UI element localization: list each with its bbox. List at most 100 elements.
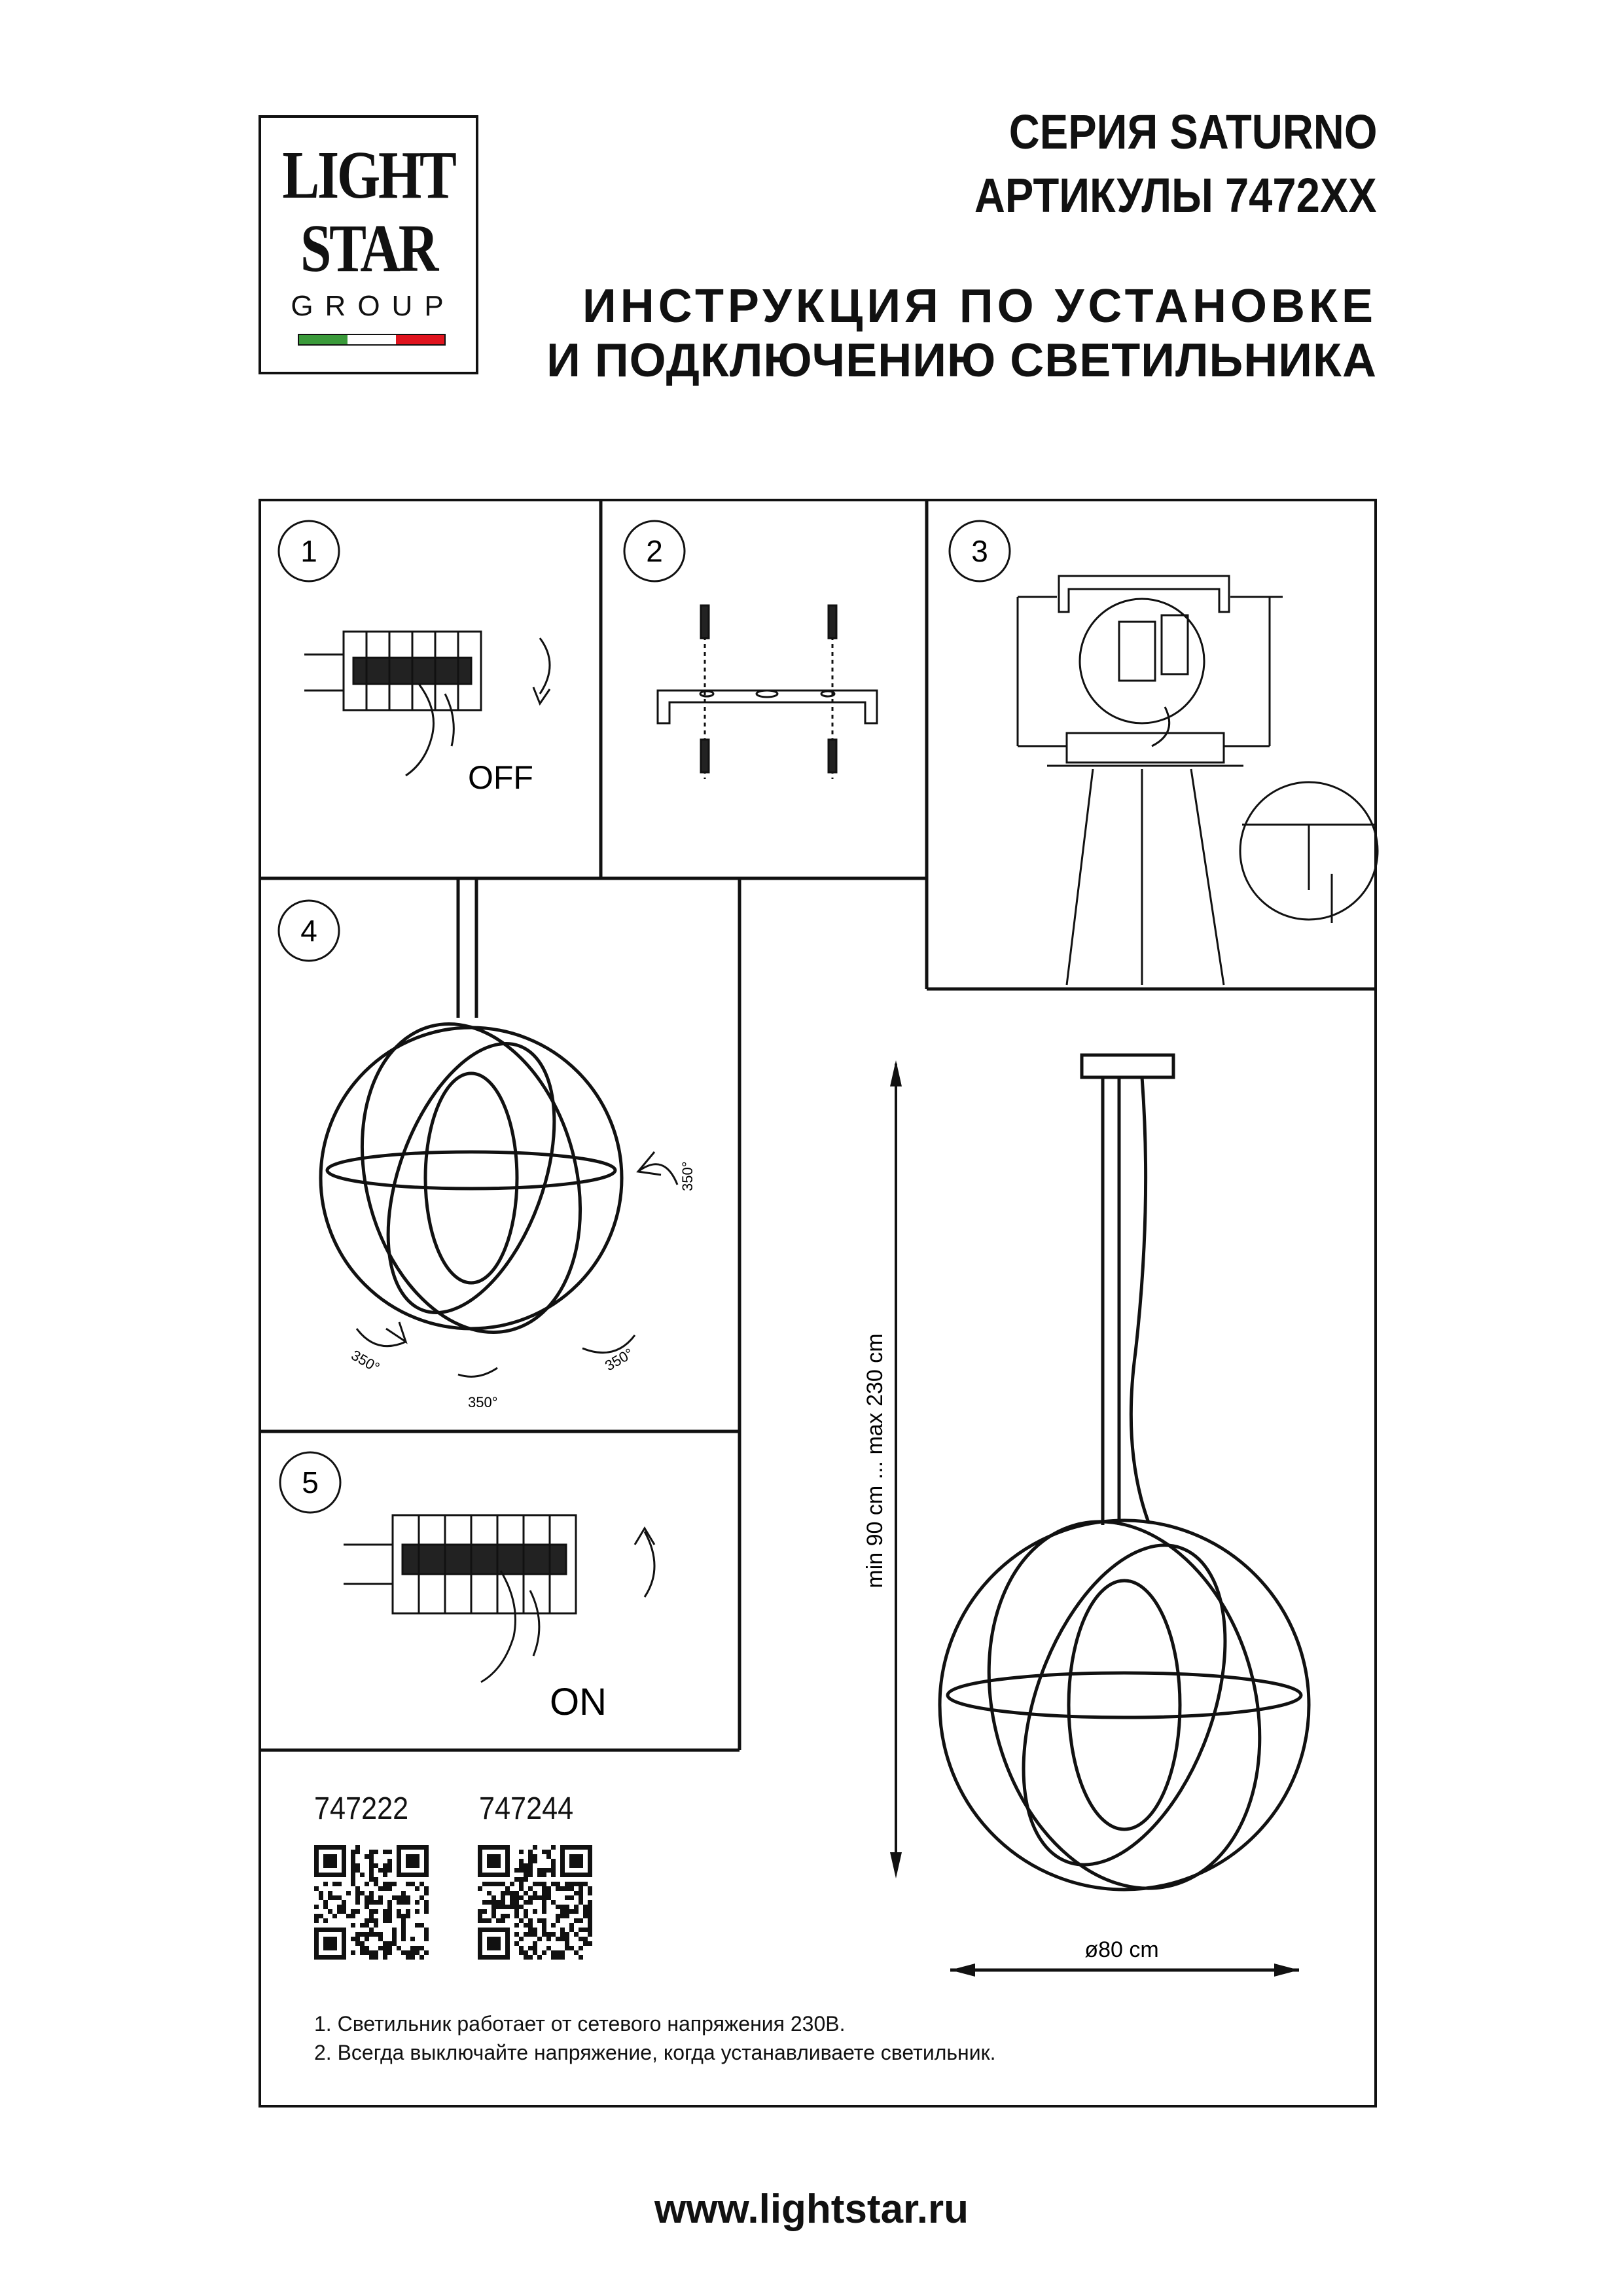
- qr-module: [524, 1891, 528, 1895]
- note-2: 2. Всегда выключайте напряжение, когда у…: [314, 2041, 996, 2064]
- qr-module: [524, 1909, 528, 1914]
- qr-module: [514, 1868, 519, 1873]
- qr-module: [565, 1946, 569, 1950]
- qr-module: [505, 1914, 510, 1918]
- logo-star: STAR: [300, 211, 438, 286]
- qr-module: [519, 1946, 524, 1950]
- qr-module: [383, 1873, 387, 1877]
- qr-module: [505, 1886, 510, 1891]
- qr-module: [542, 1950, 546, 1955]
- qr-module: [351, 1937, 355, 1941]
- qr-module: [424, 1937, 429, 1941]
- note-1: 1. Светильник работает от сетевого напря…: [314, 2012, 846, 2036]
- qr-module: [546, 1946, 551, 1950]
- qr-module: [387, 1859, 392, 1863]
- qr-module: [533, 1928, 537, 1932]
- qr-module: [588, 1941, 592, 1946]
- qr-module: [323, 1882, 328, 1886]
- qr-module: [387, 1868, 392, 1873]
- qr-module: [387, 1882, 392, 1886]
- qr-module: [328, 1891, 332, 1895]
- qr-module: [546, 1937, 551, 1941]
- qr-module: [565, 1886, 569, 1891]
- qr-module: [328, 1895, 332, 1900]
- qr-module: [528, 1854, 533, 1859]
- website-link[interactable]: www.lightstar.ru: [654, 2187, 969, 2232]
- qr-module: [514, 1941, 519, 1946]
- qr-module: [323, 1905, 328, 1909]
- qr-module: [565, 1895, 569, 1900]
- qr-module: [537, 1868, 542, 1873]
- qr-module: [365, 1882, 369, 1886]
- qr-module: [514, 1877, 519, 1882]
- qr-module: [510, 1882, 514, 1886]
- step-number-text: 3: [971, 534, 988, 568]
- height-dimension-arrow: [890, 1060, 902, 1878]
- qr-module: [560, 1937, 565, 1941]
- qr-module: [551, 1868, 556, 1873]
- qr-module: [406, 1950, 410, 1955]
- angle-label: 350°: [468, 1394, 498, 1410]
- qr-module: [374, 1863, 378, 1868]
- qr-module: [533, 1854, 537, 1859]
- qr-module: [346, 1891, 351, 1895]
- qr-module: [369, 1955, 374, 1960]
- qr-module: [556, 1914, 560, 1918]
- qr-module: [387, 1941, 392, 1946]
- qr-module: [365, 1950, 369, 1955]
- qr-module: [365, 1895, 369, 1900]
- qr-module: [369, 1850, 374, 1854]
- qr-module: [569, 1909, 574, 1914]
- qr-module: [491, 1882, 496, 1886]
- qr-module: [406, 1900, 410, 1905]
- angle-label: 350°: [602, 1345, 636, 1374]
- qr-module: [387, 1850, 392, 1854]
- step-number-1: 1: [277, 520, 340, 583]
- qr-finder-module: [323, 1937, 337, 1950]
- qr-module: [556, 1950, 560, 1955]
- qr-module: [583, 1909, 588, 1914]
- qr-module: [383, 1868, 387, 1873]
- qr-module: [360, 1932, 365, 1937]
- qr-module: [556, 1886, 560, 1891]
- qr-module: [533, 1845, 537, 1850]
- qr-module: [410, 1946, 415, 1950]
- qr-module: [374, 1955, 378, 1960]
- qr-module: [374, 1900, 378, 1905]
- qr-module: [537, 1882, 542, 1886]
- qr-module: [419, 1882, 424, 1886]
- qr-module: [537, 1873, 542, 1877]
- series-title: СЕРИЯ SATURNO: [1008, 105, 1377, 159]
- qr-module: [383, 1955, 387, 1960]
- qr-module: [579, 1895, 583, 1900]
- qr-module: [542, 1891, 546, 1895]
- qr-module: [565, 1932, 569, 1937]
- qr-module: [365, 1946, 369, 1950]
- qr-module: [491, 1895, 496, 1900]
- qr-module: [401, 1895, 406, 1900]
- qr-module: [406, 1914, 410, 1918]
- qr-finder-module: [323, 1854, 337, 1868]
- qr-module: [314, 1914, 319, 1918]
- qr-code-747244: [478, 1845, 592, 1960]
- qr-module: [337, 1909, 342, 1914]
- qr-module: [365, 1932, 369, 1937]
- qr-module: [328, 1909, 332, 1914]
- qr-module: [314, 1918, 319, 1923]
- qr-module: [491, 1909, 496, 1914]
- qr-module: [560, 1950, 565, 1955]
- step-number-3: 3: [948, 520, 1011, 583]
- qr-module: [351, 1914, 355, 1918]
- qr-module: [351, 1923, 355, 1928]
- qr-module: [560, 1955, 565, 1960]
- step-number-text: 5: [302, 1465, 319, 1499]
- qr-module: [546, 1854, 551, 1859]
- qr-module: [387, 1950, 392, 1955]
- qr-module: [419, 1923, 424, 1928]
- qr-module: [369, 1863, 374, 1868]
- angle-label: 350°: [679, 1161, 696, 1191]
- qr-module: [588, 1932, 592, 1937]
- qr-module: [528, 1850, 533, 1854]
- qr-module: [528, 1895, 533, 1900]
- qr-module: [424, 1886, 429, 1891]
